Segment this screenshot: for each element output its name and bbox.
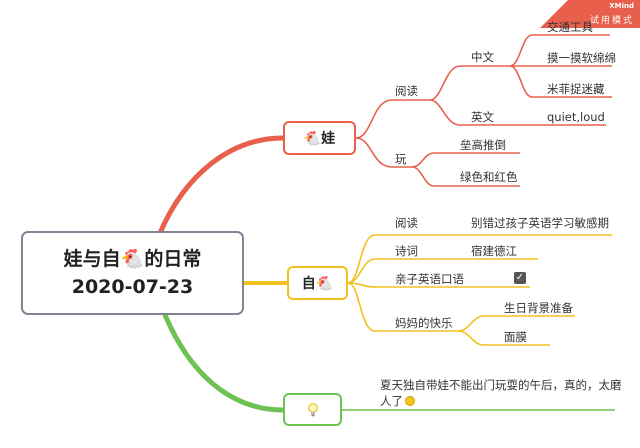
connector-chinese-item1 [509,34,610,67]
connector-wa-reading [355,99,430,139]
connector-chinese-item3 [509,65,612,98]
idea-note[interactable]: 夏天独自带娃不能出门玩耍的午后，真的，太磨 人了 [380,377,622,409]
topic-wa[interactable]: 🐔娃 [283,121,356,155]
play-item[interactable]: 垒高推倒 [460,138,506,152]
topic-zi[interactable]: 自🐔 [287,266,348,300]
connector-reading-english [429,99,535,126]
central-date: 2020-07-23 [71,276,194,298]
chinese-item[interactable]: 米菲捉迷藏 [547,82,605,96]
chinese-item[interactable]: 交通工具 [547,20,593,34]
connector-zi-joy [347,282,458,332]
idea-note-line2: 人了 [380,394,403,408]
central-topic[interactable]: 娃与自🐔的日常 2020-07-23 [21,231,244,315]
topic-wa-label: 🐔娃 [303,131,336,147]
connector-joy-item2 [457,330,550,346]
connector-zi-poetry [347,258,538,284]
connector-play-item2 [411,166,520,187]
zi-poetry-value[interactable]: 宿建德江 [471,244,517,258]
zi-poetry-label[interactable]: 诗词 [395,244,418,258]
lightbulb-icon [307,402,318,416]
connector-reading-chinese [429,65,510,101]
chinese-label[interactable]: 中文 [471,50,494,64]
topic-idea[interactable] [283,393,342,426]
checkbox-checked-icon[interactable]: ✓ [514,272,526,284]
brand-label: XMind [609,2,634,10]
idea-note-line2-wrap: 人了 [380,393,622,409]
connector-central-wa [157,135,286,236]
trial-mode-label: 试用模式 [589,16,634,26]
tired-face-icon [405,396,415,406]
joy-item[interactable]: 生日背景准备 [504,301,573,315]
zi-reading-label[interactable]: 阅读 [395,216,418,230]
wa-reading-label[interactable]: 阅读 [395,84,418,98]
chinese-item[interactable]: 摸一摸软绵绵 [547,51,616,65]
zi-oral-label[interactable]: 亲子英语口语 [395,272,464,286]
zi-reading-value[interactable]: 别错过孩子英语学习敏感期 [471,216,609,230]
connector-central-idea [162,312,286,413]
topic-zi-label: 自🐔 [301,276,334,292]
idea-note-line1: 夏天独自带娃不能出门玩耍的午后，真的，太磨 [380,378,622,392]
english-item[interactable]: quiet,loud [547,110,605,124]
connector-joy-item1 [457,315,575,332]
zi-joy-label[interactable]: 妈妈的快乐 [395,316,453,330]
connector-zi-oral [347,282,530,288]
english-label[interactable]: 英文 [471,110,494,124]
connector-wa-play [355,137,412,168]
connector-play-item1 [411,152,520,168]
joy-item[interactable]: 面膜 [504,330,527,344]
central-title: 娃与自🐔的日常 [63,248,202,270]
wa-play-label[interactable]: 玩 [395,152,407,166]
play-item[interactable]: 绿色和红色 [460,170,518,184]
